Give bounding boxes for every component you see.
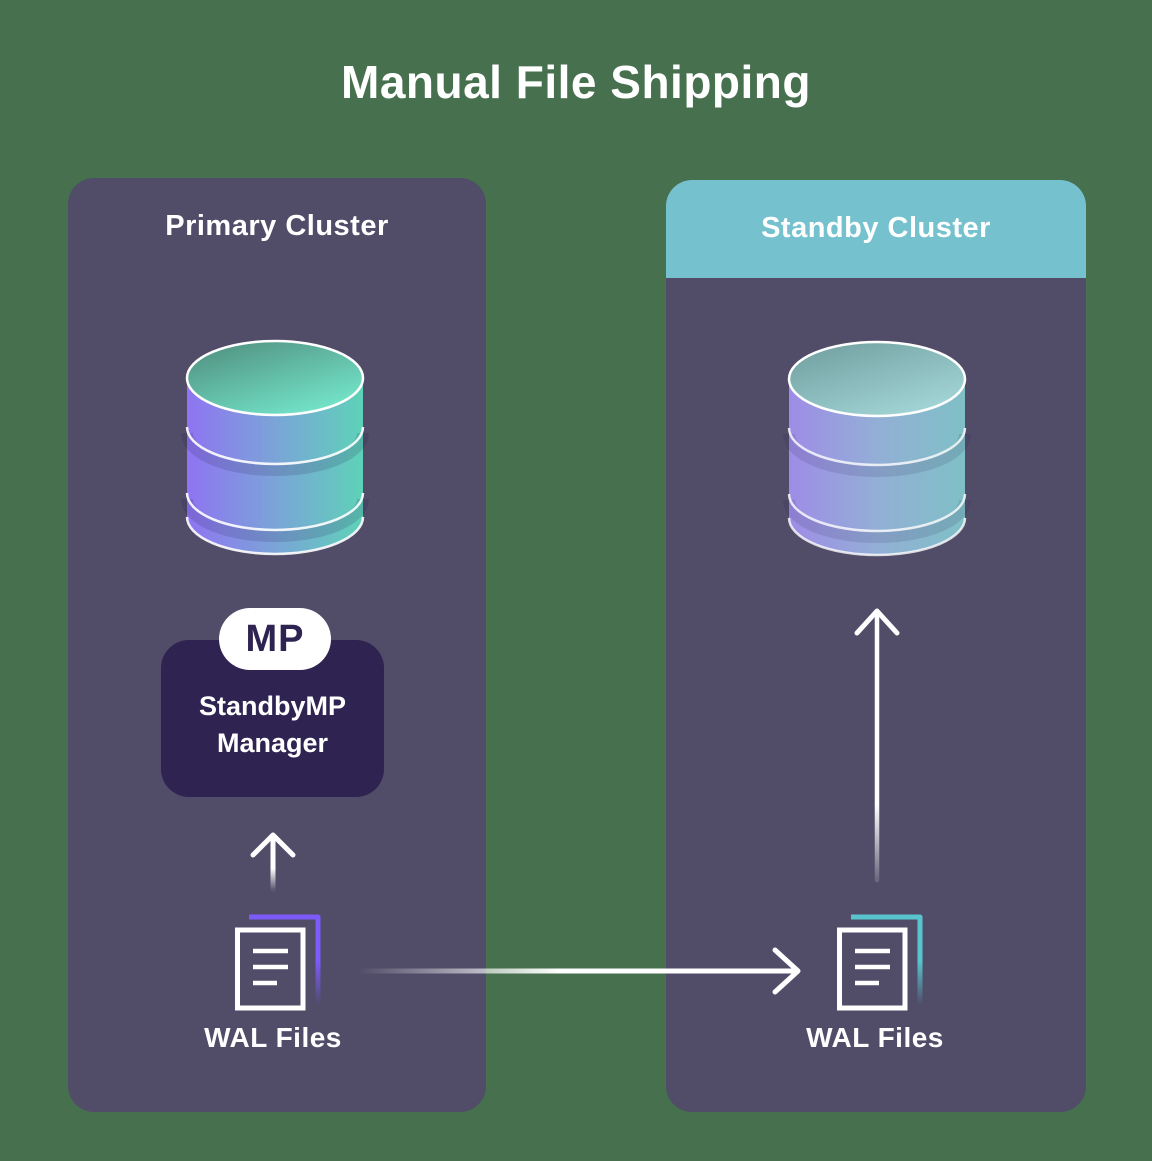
primary-cluster-title: Primary Cluster (165, 210, 389, 242)
manager-name-line2: Manager (216, 727, 329, 758)
standby-cluster-header: Standby Cluster (666, 180, 1086, 278)
wal-files-icon (235, 914, 321, 1011)
standby-database-icon (783, 340, 971, 557)
mp-badge: MP (219, 608, 331, 670)
primary-database-icon (181, 339, 369, 556)
manager-name-line1: StandbyMP (198, 690, 346, 721)
diagram-title: Manual File Shipping (341, 56, 811, 108)
file-shipping-arrow-icon (358, 947, 801, 995)
wal-files-label: WAL Files (204, 1022, 342, 1053)
primary-cluster-panel: Primary Cluster (68, 178, 486, 1112)
wal-files-label: WAL Files (806, 1022, 944, 1053)
up-arrow-icon (250, 832, 296, 893)
mp-badge-label: MP (245, 617, 305, 660)
wal-files-icon (837, 914, 923, 1011)
up-arrow-icon (854, 608, 900, 883)
standby-cluster-title: Standby Cluster (761, 212, 991, 244)
standby-cluster-panel: Standby Cluster (666, 180, 1086, 1112)
